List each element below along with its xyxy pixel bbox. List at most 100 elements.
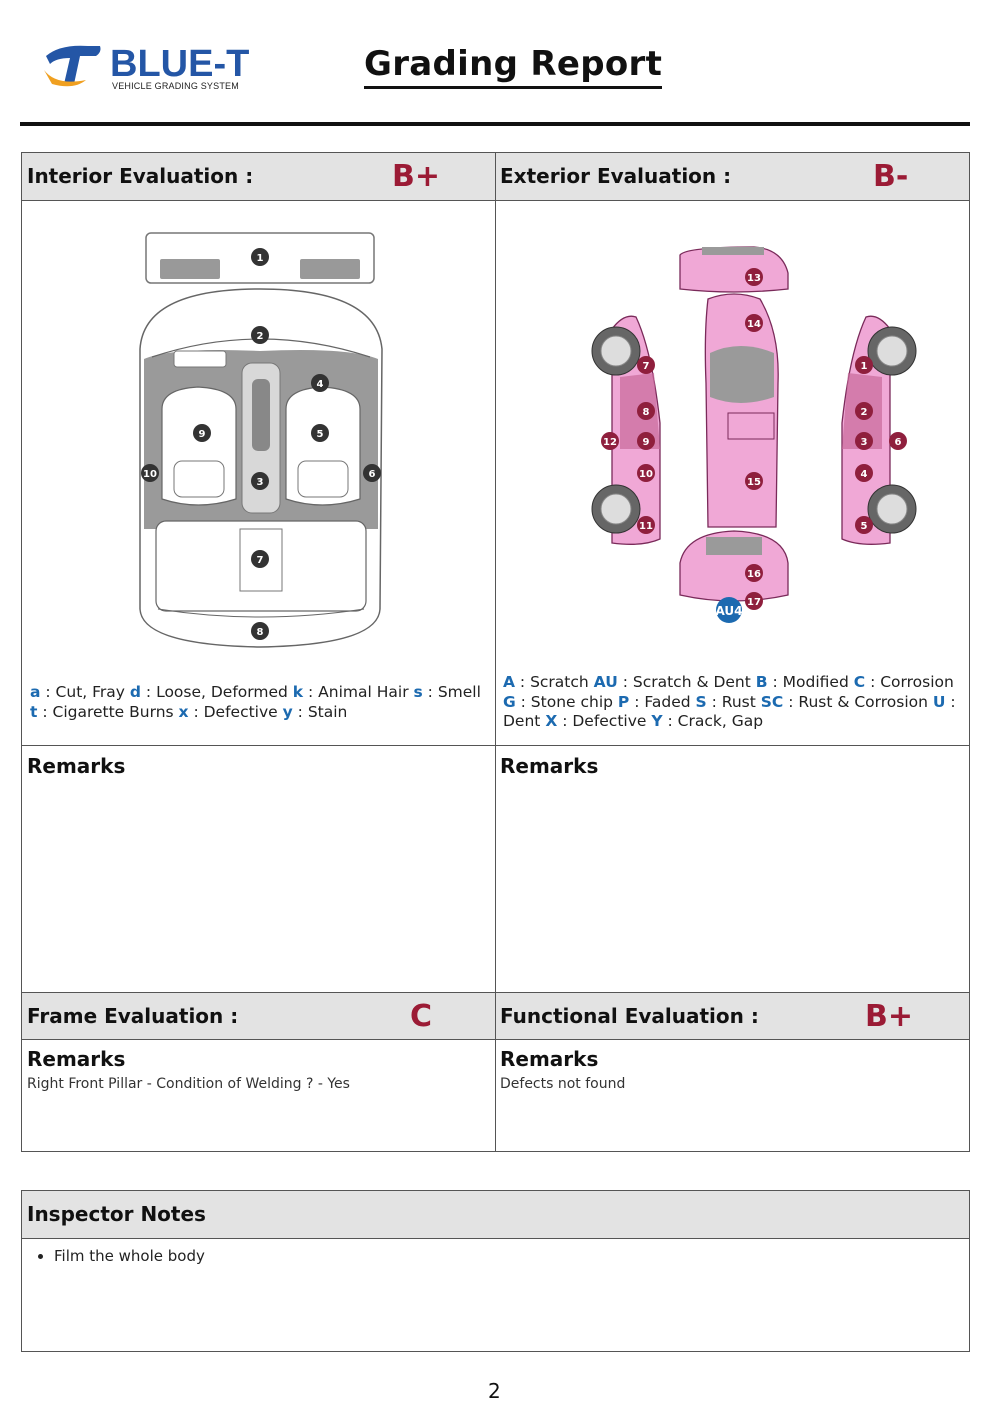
exterior-label: Exterior Evaluation : (500, 164, 732, 188)
interior-legend-text: : Loose, Deformed (141, 683, 293, 701)
functional-header: Functional Evaluation : B+ (495, 992, 969, 1040)
exterior-marker-7 (637, 356, 655, 374)
exterior-marker-15 (745, 472, 763, 490)
exterior-legend-key: S (695, 692, 707, 711)
exterior-legend-key: SC (760, 692, 784, 711)
exterior-marker-label: 6 (895, 437, 902, 448)
logo-wordmark: BLUE-T (110, 43, 249, 85)
exterior-marker-label: 8 (643, 407, 650, 418)
interior-marker-label: 10 (143, 469, 157, 480)
exterior-marker-8 (637, 402, 655, 420)
interior-marker-label: 1 (257, 253, 264, 264)
interior-marker-7 (251, 550, 269, 568)
inspector-notes-list: Film the whole body (32, 1247, 205, 1265)
exterior-header: Exterior Evaluation : B- (495, 153, 969, 201)
exterior-legend-text: : Scratch & Dent (617, 673, 756, 691)
frame-remarks-text: Right Front Pillar - Condition of Weldin… (27, 1076, 350, 1092)
page-number: 2 (488, 1379, 501, 1403)
interior-legend-key: k (292, 683, 304, 701)
exterior-grade: B- (873, 159, 909, 194)
exterior-legend: A : Scratch AU : Scratch & Dent B : Modi… (503, 673, 969, 732)
functional-remarks-label: Remarks (500, 1047, 599, 1071)
exterior-legend-key: C (853, 673, 866, 691)
exterior-marker-label: 13 (747, 273, 761, 284)
exterior-legend-key: AU (593, 673, 618, 691)
interior-marker-label: 5 (317, 429, 324, 440)
exterior-marker-6 (889, 432, 907, 450)
exterior-legend-key: Y (651, 712, 663, 730)
interior-legend-key: d (129, 683, 141, 701)
exterior-marker-label: 7 (643, 361, 650, 372)
exterior-marker-label: 11 (639, 521, 653, 532)
interior-marker-4 (311, 374, 329, 392)
exterior-legend-text: : Dent (503, 692, 956, 731)
interior-marker-3 (251, 472, 269, 490)
exterior-marker-11 (637, 516, 655, 534)
exterior-marker-1 (855, 356, 873, 374)
interior-legend-text: : Smell (422, 683, 481, 701)
interior-marker-8 (251, 622, 269, 640)
interior-legend-key: y (282, 702, 293, 721)
interior-marker-label: 2 (257, 331, 264, 342)
interior-marker-label: 6 (369, 469, 376, 480)
exterior-legend-key: B (755, 673, 768, 691)
interior-legend-key: t (30, 702, 38, 721)
exterior-legend-text: : Rust (706, 692, 761, 711)
exterior-marker-3 (855, 432, 873, 450)
frame-grade: C (410, 999, 433, 1034)
interior-label: Interior Evaluation : (27, 164, 254, 188)
exterior-marker-label: 9 (643, 437, 650, 448)
frame-header: Frame Evaluation : C (22, 992, 495, 1040)
interior-marker-label: 4 (317, 379, 324, 390)
frame-label: Frame Evaluation : (27, 1004, 239, 1028)
frame-remarks-label: Remarks (27, 1047, 126, 1071)
exterior-legend-text: : Scratch (515, 673, 594, 691)
inspector-notes-label: Inspector Notes (27, 1202, 206, 1226)
interior-grade: B+ (392, 159, 441, 194)
exterior-marker-2 (855, 402, 873, 420)
interior-legend-key: x (178, 702, 189, 721)
evaluation-grid: Interior Evaluation : B+ Exterior Evalua… (21, 152, 970, 1152)
exterior-marker-label: 3 (861, 437, 868, 448)
interior-marker-2 (251, 326, 269, 344)
inspector-notes-box: Inspector Notes Film the whole body (21, 1190, 970, 1352)
header-divider (20, 122, 970, 126)
exterior-legend-key: A (503, 673, 515, 691)
exterior-legend-key: G (503, 692, 516, 711)
interior-legend-text: : Cigarette Burns (37, 702, 179, 721)
interior-marker-10 (141, 464, 159, 482)
exterior-remarks-label: Remarks (500, 754, 599, 778)
interior-marker-6 (363, 464, 381, 482)
exterior-marker-label: 5 (861, 521, 868, 532)
interior-legend-key: a (30, 683, 41, 701)
interior-marker-label: 8 (257, 627, 264, 638)
exterior-marker-label: 16 (747, 569, 761, 580)
interior-legend: a : Cut, Fray d : Loose, Deformed k : An… (30, 683, 490, 722)
interior-marker-5 (311, 424, 329, 442)
exterior-marker-12 (601, 432, 619, 450)
exterior-marker-label: 17 (747, 597, 761, 608)
exterior-legend-text: : Crack, Gap (662, 712, 764, 730)
functional-grade: B+ (865, 999, 914, 1034)
exterior-marker-9 (637, 432, 655, 450)
exterior-marker-label: 2 (861, 407, 868, 418)
exterior-marker-label: 14 (747, 319, 761, 330)
exterior-legend-key: X (545, 712, 558, 730)
exterior-legend-key: P (617, 692, 630, 711)
exterior-marker-5 (855, 516, 873, 534)
interior-marker-9 (193, 424, 211, 442)
exterior-marker-4 (855, 464, 873, 482)
exterior-marker-17 (745, 592, 763, 610)
interior-legend-text: : Defective (188, 702, 283, 721)
brand-logo: BLUE-T VEHICLE GRADING SYSTEM (40, 40, 290, 95)
exterior-marker-label: 4 (861, 469, 868, 480)
interior-legend-text: : Cut, Fray (40, 683, 130, 701)
page-title: Grading Report (364, 44, 663, 89)
exterior-marker-13 (745, 268, 763, 286)
exterior-legend-text: : Faded (629, 692, 696, 711)
exterior-legend-key: U (932, 692, 946, 711)
interior-legend-text: : Stain (292, 702, 348, 721)
interior-remarks-label: Remarks (27, 754, 126, 778)
